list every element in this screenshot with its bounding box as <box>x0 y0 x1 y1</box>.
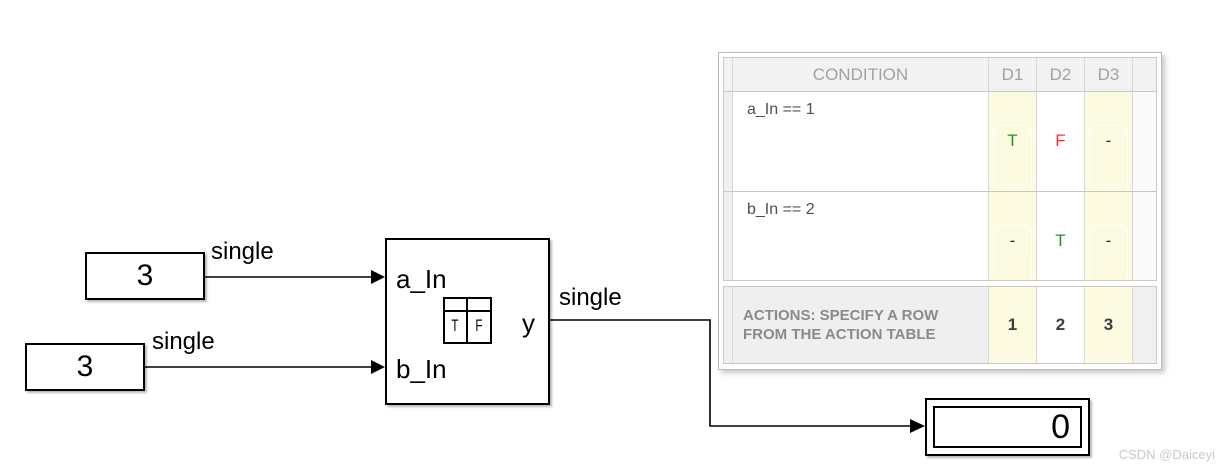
actions-table: ACTIONS: SPECIFY A ROW FROM THE ACTION T… <box>723 286 1157 364</box>
condition-cell[interactable]: b_In == 2 <box>733 192 989 280</box>
header-d3: D3 <box>1085 58 1133 92</box>
action-value: 1 <box>1007 315 1018 334</box>
truth-table-block[interactable]: a_In b_In y T F <box>385 238 550 405</box>
decision-value: T <box>1055 231 1066 250</box>
decision-cell-d1[interactable]: T <box>989 92 1037 192</box>
condition-row: b_In == 2 - T - <box>724 192 1156 280</box>
display-value: 0 <box>1051 407 1070 446</box>
header-gutter-cell <box>724 58 733 92</box>
row-gutter-cell <box>724 92 733 192</box>
signal-label-y: single <box>559 284 622 311</box>
actions-row: ACTIONS: SPECIFY A ROW FROM THE ACTION T… <box>724 287 1156 363</box>
icon-false-glyph: F <box>475 317 483 336</box>
truth-table-icon-cell <box>445 299 468 312</box>
action-cell-d1[interactable]: 1 <box>989 287 1037 363</box>
constant-block-a[interactable]: 3 <box>85 252 205 300</box>
table-header-row: CONDITION D1 D2 D3 <box>724 58 1156 92</box>
decision-highlight <box>993 125 1032 189</box>
decision-value: - <box>1105 231 1112 250</box>
row-right-gutter <box>1133 287 1156 363</box>
port-label-b-in: b_In <box>396 354 447 384</box>
decision-highlight <box>993 225 1032 278</box>
constant-block-b[interactable]: 3 <box>25 343 145 391</box>
signal-label-b: single <box>152 328 215 355</box>
constant-b-value: 3 <box>76 350 94 383</box>
condition-text: b_In == 2 <box>747 201 815 218</box>
action-value: 3 <box>1103 315 1114 334</box>
condition-text: a_In == 1 <box>747 101 815 118</box>
truth-table-contents-panel: CONDITION D1 D2 D3 a_In == 1 T F <box>718 52 1162 370</box>
decision-cell-d2[interactable]: T <box>1037 192 1085 280</box>
wire-y[interactable] <box>550 319 911 427</box>
truth-table-icon: T F <box>443 297 492 344</box>
truth-table-icon-cell <box>467 299 490 312</box>
header-condition: CONDITION <box>733 58 989 92</box>
row-gutter-cell <box>724 192 733 280</box>
decision-cell-d1[interactable]: - <box>989 192 1037 280</box>
decision-highlight <box>1089 225 1128 278</box>
condition-cell[interactable]: a_In == 1 <box>733 92 989 192</box>
decision-value: - <box>1009 231 1016 250</box>
header-d2: D2 <box>1037 58 1085 92</box>
decision-cell-d3[interactable]: - <box>1085 192 1133 280</box>
constant-a-value: 3 <box>136 259 154 292</box>
row-gutter-cell <box>724 287 733 363</box>
conditions-table: CONDITION D1 D2 D3 a_In == 1 T F <box>723 57 1157 281</box>
decision-value: T <box>1007 131 1018 150</box>
action-cell-d2[interactable]: 2 <box>1037 287 1085 363</box>
decision-cell-d3[interactable]: - <box>1085 92 1133 192</box>
display-inner-frame: 0 <box>933 406 1082 448</box>
actions-label: ACTIONS: SPECIFY A ROW FROM THE ACTION T… <box>743 306 939 344</box>
truth-table-icon-cell: F <box>468 312 491 342</box>
decision-highlight <box>1089 125 1128 189</box>
display-block[interactable]: 0 <box>925 398 1090 456</box>
signal-label-a: single <box>211 238 274 265</box>
csdn-watermark: CSDN @Daiceyi <box>1118 447 1215 462</box>
header-d1: D1 <box>989 58 1037 92</box>
icon-true-glyph: T <box>451 317 459 336</box>
decision-value: - <box>1105 131 1112 150</box>
arrowhead-y <box>910 419 925 433</box>
row-right-gutter <box>1133 92 1156 192</box>
actions-label-cell: ACTIONS: SPECIFY A ROW FROM THE ACTION T… <box>733 287 989 363</box>
port-label-y: y <box>522 308 535 338</box>
port-label-a-in: a_In <box>396 264 447 294</box>
truth-table-icon-cell: T <box>445 312 468 342</box>
arrowhead-b <box>371 360 385 374</box>
action-value: 2 <box>1055 315 1066 334</box>
decision-cell-d2[interactable]: F <box>1037 92 1085 192</box>
header-right-gutter <box>1133 58 1156 92</box>
decision-value: F <box>1055 131 1066 150</box>
action-cell-d3[interactable]: 3 <box>1085 287 1133 363</box>
arrowhead-a <box>371 270 385 284</box>
row-right-gutter <box>1133 192 1156 280</box>
condition-row: a_In == 1 T F - <box>724 92 1156 192</box>
